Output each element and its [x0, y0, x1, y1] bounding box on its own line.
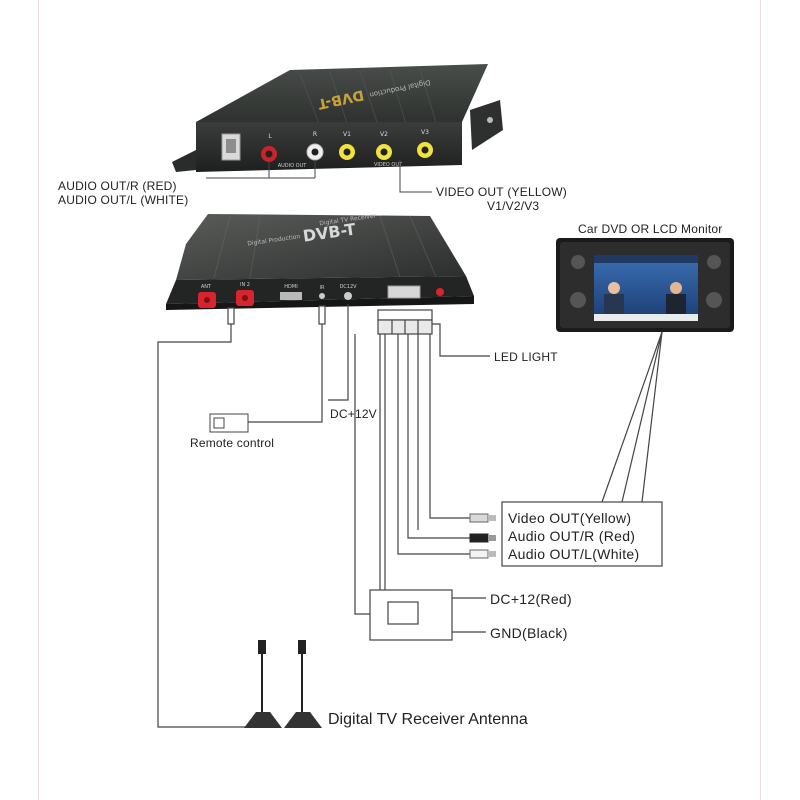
port-label-v2: V2 — [380, 131, 388, 138]
antenna-1 — [244, 640, 282, 728]
port-label-dc: DC12V — [339, 284, 357, 290]
antenna-connector-2 — [236, 290, 254, 306]
port-label-r: R — [313, 131, 317, 138]
label-video-out: VIDEO OUT (YELLOW) — [436, 185, 567, 199]
label-video-out-channels: V1/V2/V3 — [487, 199, 540, 213]
port-label-ant: ANT — [201, 284, 212, 290]
port-label-hdmi: HDMI — [284, 284, 297, 290]
port-label-l: L — [268, 133, 272, 140]
label-led-light: LED LIGHT — [494, 350, 558, 364]
dc-port — [344, 292, 352, 300]
rca-audio-red — [261, 146, 277, 162]
label-gnd-black: GND(Black) — [490, 625, 568, 641]
audio-out-group-label: AUDIO OUT — [278, 163, 308, 169]
wiring — [157, 304, 663, 728]
rca-video-3 — [417, 142, 433, 158]
label-remote-control: Remote control — [190, 436, 275, 450]
rca-plug-white — [469, 549, 496, 559]
video-out-group-label: VIDEO OUT — [374, 162, 403, 168]
label-monitor-title: Car DVD OR LCD Monitor — [578, 222, 723, 236]
label-audio-out-l: AUDIO OUT/L (WHITE) — [58, 193, 189, 207]
label-dc12-red: DC+12(Red) — [490, 591, 572, 607]
remote-control-receiver — [209, 413, 249, 433]
left-border — [38, 0, 39, 800]
port-label-v3: V3 — [421, 129, 429, 136]
label-audio-out-l-white: Audio OUT/L(White) — [508, 546, 640, 562]
label-audio-out-r-red: Audio OUT/R (Red) — [508, 528, 636, 544]
led-indicator — [436, 288, 444, 296]
rca-plug-red — [469, 533, 496, 543]
rca-audio-white — [306, 143, 324, 161]
top-device: L R V1 V2 V3 AUDIO OUT VIDEO OUT DVB-T D… — [172, 64, 503, 172]
rca-plug-yellow — [469, 513, 496, 523]
label-audio-out-r: AUDIO OUT/R (RED) — [58, 179, 177, 193]
hdmi-port — [280, 292, 302, 300]
label-video-out-yellow: Video OUT(Yellow) — [508, 510, 632, 526]
rca-video-1 — [339, 144, 355, 160]
port-label-v1: V1 — [343, 131, 351, 138]
multi-pin-port — [387, 285, 421, 299]
port-label-ir: IR — [320, 285, 325, 291]
antenna-2 — [284, 640, 322, 728]
bottom-device: DVB-T Digital Production Digital TV Rece… — [166, 212, 474, 310]
port-label-ant2: IN 2 — [240, 282, 250, 288]
label-dc12v: DC+12V — [330, 407, 377, 421]
leader-lines — [206, 160, 432, 193]
right-border — [760, 0, 761, 800]
label-antenna: Digital TV Receiver Antenna — [328, 711, 528, 728]
ir-port — [319, 293, 325, 299]
car-monitor — [556, 238, 734, 332]
antenna-connector-1 — [198, 292, 216, 308]
rca-video-2 — [376, 144, 392, 160]
